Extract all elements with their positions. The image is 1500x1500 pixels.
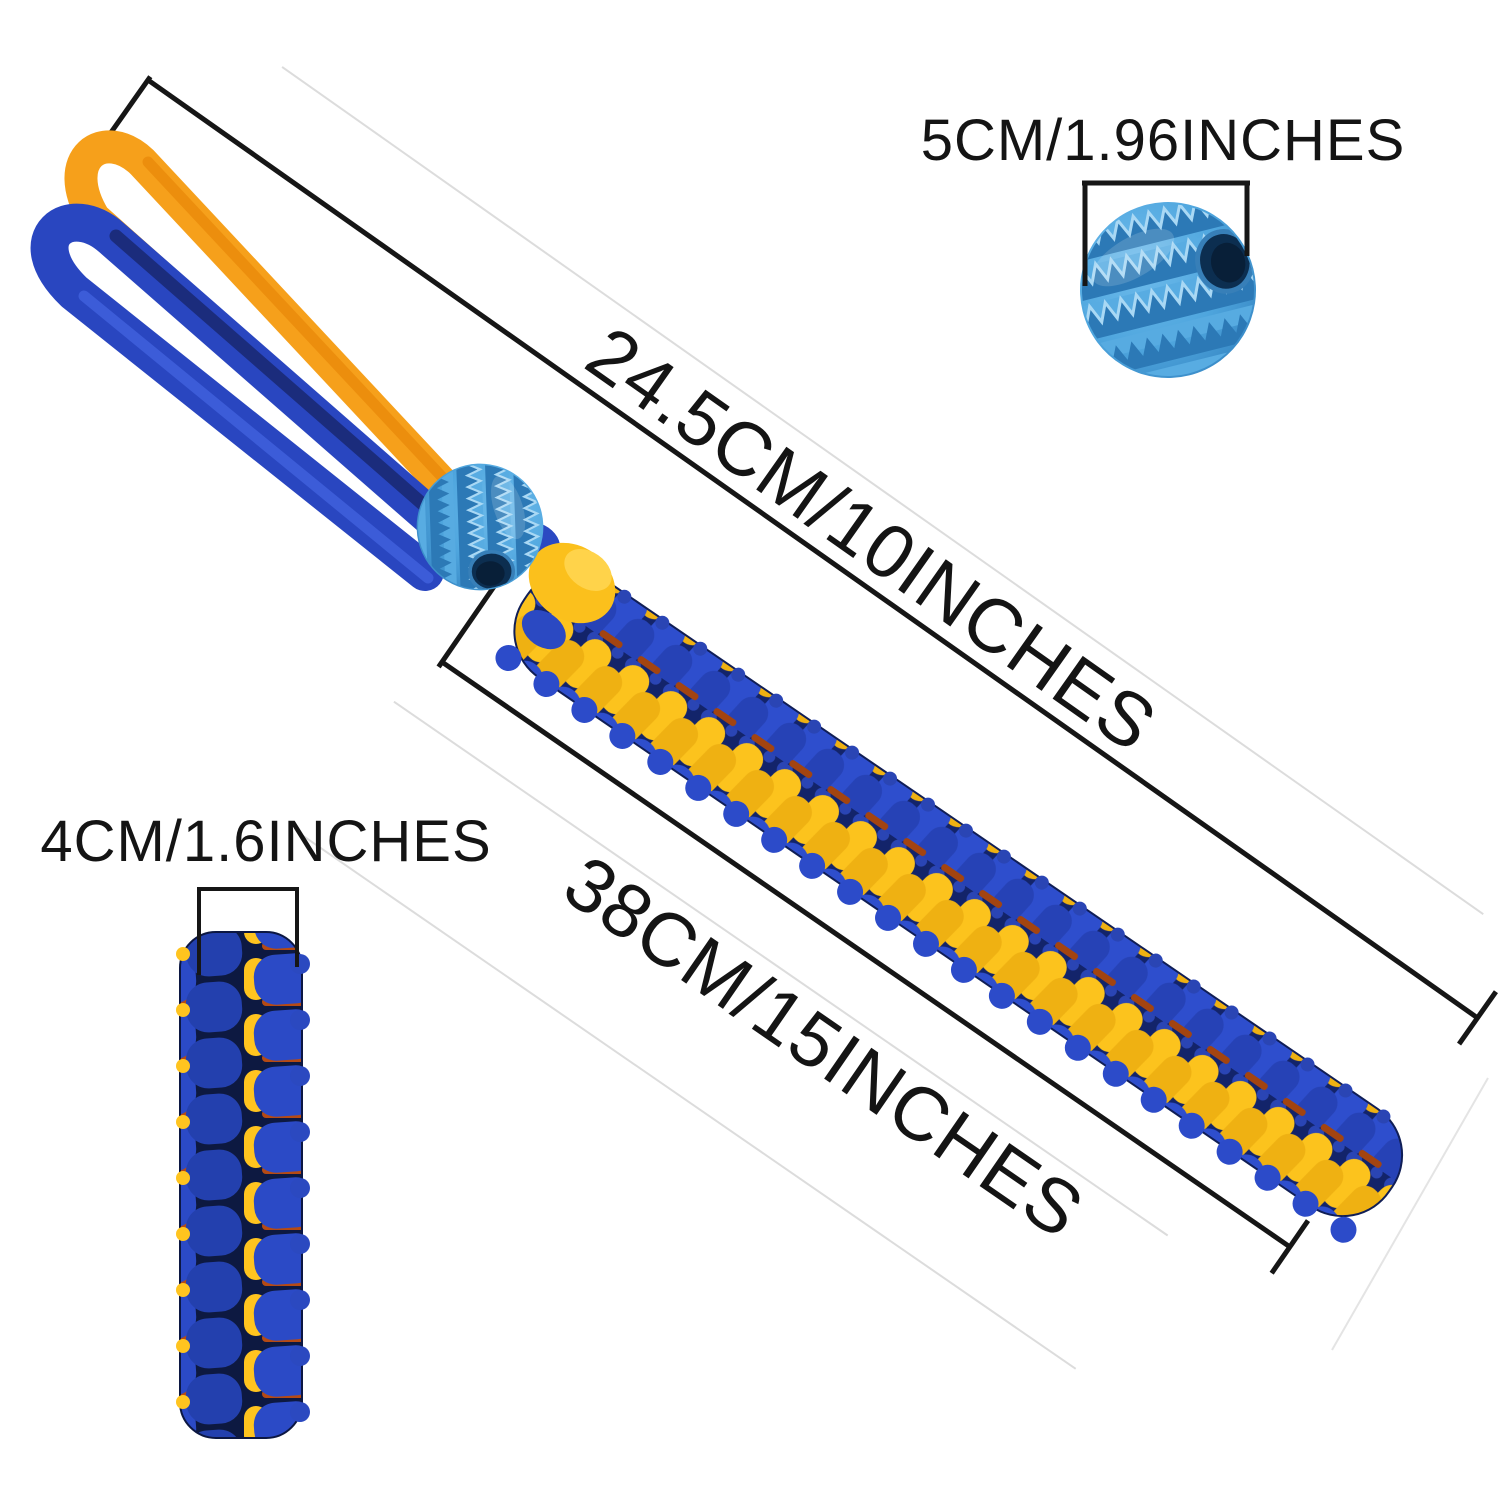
- label-band: [301, 701, 1168, 1369]
- rope-knot: [520, 522, 616, 650]
- strap-shading: [142, 156, 464, 500]
- strap-highlight: [78, 290, 434, 584]
- band-edge-line: [301, 834, 1077, 1370]
- faint-artifact-line: [1331, 1077, 1489, 1351]
- label-braid-width: 4CM/1.6INCHES: [40, 809, 491, 874]
- dimension-tick-end: [1457, 990, 1498, 1046]
- braid-width-bracket: [197, 887, 299, 975]
- dimension-tick-end: [1269, 1219, 1311, 1275]
- rope-braid-scallops: [495, 563, 1391, 1243]
- label-band: [231, 66, 1484, 987]
- dimension-line-braid: [440, 659, 1292, 1249]
- handle-strap-blue: [30, 203, 451, 591]
- strap-shading: [109, 229, 441, 521]
- label-ball-diameter: 5CM/1.96INCHES: [921, 108, 1406, 173]
- dimension-tick-start: [436, 573, 505, 669]
- closeup-braid-scallops: [176, 947, 310, 1422]
- ball-diameter-bracket: [1082, 180, 1250, 286]
- band-edge-line: [281, 66, 1484, 916]
- rope-width-closeup: [176, 931, 310, 1439]
- dimension-line-handle: [146, 77, 1479, 1020]
- band-edge-line: [393, 700, 1169, 1237]
- braided-rope: [495, 563, 1404, 1243]
